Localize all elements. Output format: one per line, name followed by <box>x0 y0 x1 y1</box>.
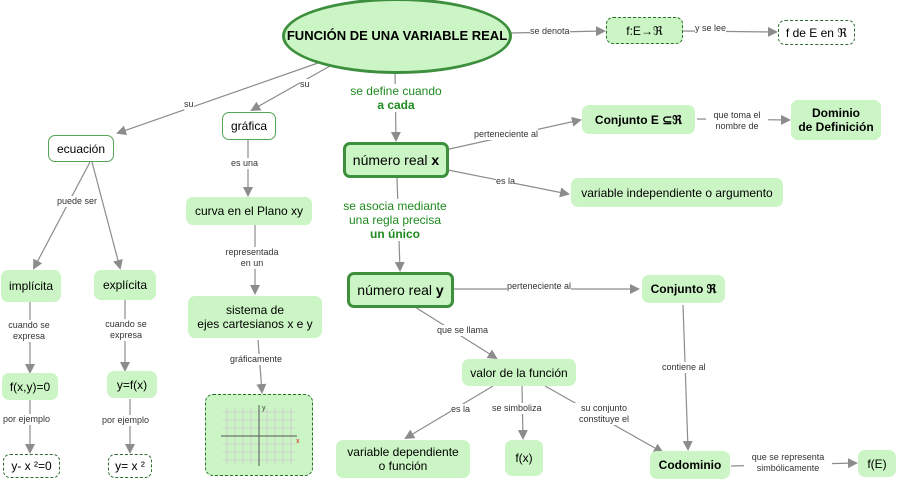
conjunto-r-node[interactable]: Conjunto ℜ <box>642 275 725 303</box>
implicita-text: implícita <box>8 279 53 293</box>
example-implicit-node[interactable]: y- x ²=0 <box>3 454 60 478</box>
link-label: es la <box>496 176 516 187</box>
cartesian-plot-icon: x y <box>221 405 300 466</box>
link-label: se simboliza <box>492 403 542 414</box>
yfx-text: y=f(x) <box>116 377 148 392</box>
ecuacion-text: ecuación <box>56 141 106 156</box>
graph-image-node[interactable]: x y <box>205 394 313 476</box>
variable-dependiente-text-1: variable dependiente <box>347 445 459 459</box>
link-label: se define cuando a cada <box>347 84 445 112</box>
fxy-node[interactable]: f(x,y)=0 <box>2 373 58 400</box>
plot-x-axis-label: x <box>296 438 300 445</box>
fxy-text: f(x,y)=0 <box>9 379 51 394</box>
link-label: contiene al <box>662 362 706 373</box>
notation-node[interactable]: f:E→ℜ <box>606 17 683 44</box>
connector <box>250 65 331 111</box>
link-label: por ejemplo <box>102 415 150 426</box>
codominio-node[interactable]: Codominio <box>650 451 730 479</box>
conjunto-e-node[interactable]: Conjunto E ⊆ℜ <box>582 105 695 134</box>
sistema-text-1: sistema de <box>225 303 285 317</box>
connector <box>91 161 123 270</box>
dominio-node[interactable]: Dominio de Definición <box>791 100 881 140</box>
link-label: puede ser <box>57 196 98 207</box>
link-label: cuando se expresa <box>4 320 54 342</box>
link-label: es una <box>231 158 259 169</box>
central-concept-text: FUNCIÓN DE UNA VARIABLE REAL <box>286 28 508 43</box>
fE-text: f(E) <box>867 456 887 471</box>
central-concept-ellipse[interactable]: FUNCIÓN DE UNA VARIABLE REAL <box>282 0 512 74</box>
curva-text: curva en el Plano xy <box>194 204 304 218</box>
example-explicit-node[interactable]: y= x ² <box>108 454 152 478</box>
variable-dependiente-text-2: o función <box>378 459 428 473</box>
notation-text: f:E→ℜ <box>626 23 663 38</box>
reading-node[interactable]: f de E en ℜ <box>778 20 855 45</box>
numero-real-x-node[interactable]: número real x <box>343 142 449 178</box>
ecuacion-node[interactable]: ecuación <box>48 135 114 162</box>
dominio-text-1: Dominio <box>812 106 860 120</box>
numero-real-y-text: número real y <box>357 282 444 298</box>
variable-dependiente-node[interactable]: variable dependiente o función <box>336 440 470 478</box>
link-label: su <box>184 99 194 110</box>
codominio-text: Codominio <box>658 458 722 472</box>
connector <box>33 161 91 270</box>
link-label: se denota <box>530 26 570 37</box>
explicita-text: explícita <box>102 278 148 292</box>
reading-text: f de E en ℜ <box>785 25 848 40</box>
curva-node[interactable]: curva en el Plano xy <box>186 197 312 225</box>
numero-real-x-text: número real x <box>352 152 440 168</box>
conjunto-e-text: Conjunto E ⊆ℜ <box>594 112 683 127</box>
link-label: por ejemplo <box>3 414 51 425</box>
dominio-text-2: de Definición <box>798 120 874 134</box>
example-explicit-text: y= x ² <box>115 459 145 473</box>
conjunto-r-text: Conjunto ℜ <box>650 282 717 296</box>
link-label: y se lee <box>695 23 727 34</box>
fx-node[interactable]: f(x) <box>505 440 543 476</box>
plot-y-axis-label: y <box>262 405 266 412</box>
fx-text: f(x) <box>515 451 533 465</box>
fE-node[interactable]: f(E) <box>858 450 896 477</box>
connector <box>404 385 494 440</box>
sistema-ejes-node[interactable]: sistema de ejes cartesianos x e y <box>188 296 322 338</box>
grafica-text: gráfica <box>230 119 268 133</box>
valor-funcion-node[interactable]: valor de la función <box>462 359 576 386</box>
implicita-node[interactable]: implícita <box>1 270 61 302</box>
yfx-node[interactable]: y=f(x) <box>107 371 157 398</box>
link-label: su conjunto constituye el <box>573 403 635 425</box>
link-label: se asocia mediante una regla precisa un … <box>338 199 452 241</box>
link-label: su <box>300 79 310 90</box>
link-label: perteneciente al <box>474 129 539 140</box>
connector <box>116 62 319 136</box>
link-label: que toma el nombre de <box>706 110 768 132</box>
link-label: que se representa simbólicamente <box>744 452 832 474</box>
link-label: perteneciente al <box>507 281 572 292</box>
link-label: es la <box>451 404 471 415</box>
explicita-node[interactable]: explícita <box>94 270 156 300</box>
sistema-text-2: ejes cartesianos x e y <box>197 317 313 331</box>
variable-independiente-node[interactable]: variable independiente o argumento <box>571 178 783 207</box>
link-label: gráficamente <box>230 354 283 365</box>
link-label: cuando se expresa <box>101 319 151 341</box>
connector <box>256 339 267 394</box>
variable-independiente-text: variable independiente o argumento <box>581 185 773 200</box>
link-label: que se llama <box>437 325 489 336</box>
grafica-node[interactable]: gráfica <box>222 112 276 140</box>
valor-funcion-text: valor de la función <box>470 365 568 380</box>
numero-real-y-node[interactable]: número real y <box>347 272 454 308</box>
connector <box>682 304 693 451</box>
link-label: representada en un <box>220 247 284 269</box>
example-implicit-text: y- x ²=0 <box>11 459 52 473</box>
